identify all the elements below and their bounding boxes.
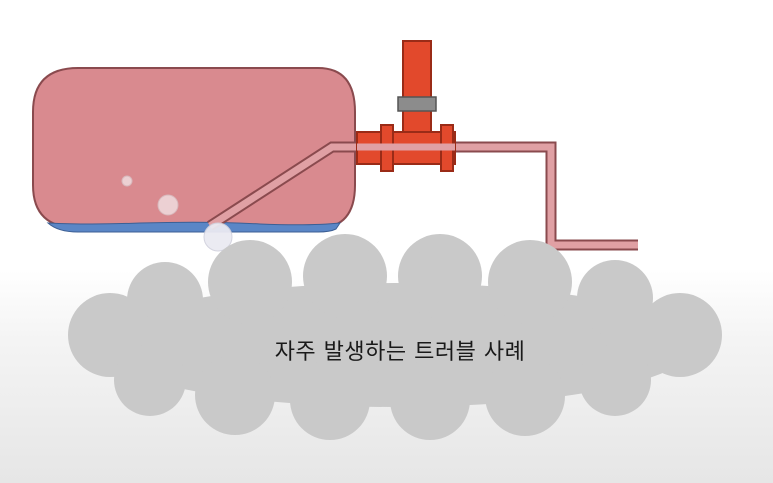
valve-band (397, 96, 437, 112)
caption-text: 자주 발생하는 트러블 사례 (274, 340, 526, 365)
bubble-large (203, 222, 233, 252)
drain-pipe-inner (208, 143, 638, 249)
bubble-medium (157, 194, 179, 216)
tank-water-layer (46, 221, 342, 233)
valve-stem (402, 40, 432, 140)
tank-body (32, 67, 356, 229)
cloud-shape (68, 234, 722, 440)
bubble-small (121, 175, 133, 187)
